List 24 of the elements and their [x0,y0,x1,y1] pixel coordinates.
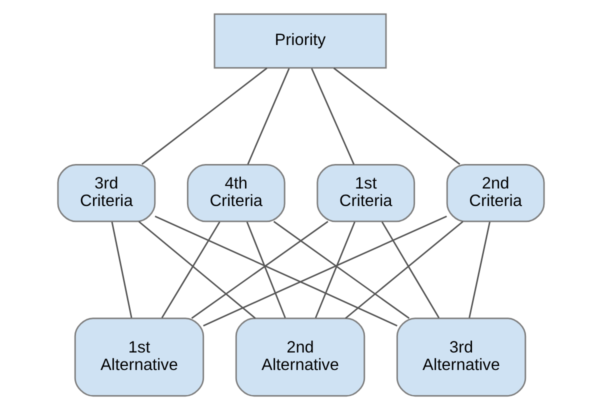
connector [154,216,397,326]
connector [468,222,490,318]
node-box: 2nd Criteria [446,164,544,222]
connector [138,220,256,319]
node-box: 4th Criteria [186,164,285,222]
connector [314,222,355,318]
node-box: 1st Criteria [316,164,415,222]
node-box: 2nd Alternative [234,318,365,397]
connector [272,220,410,319]
connector [332,68,460,165]
connector [246,68,290,165]
connector [380,222,440,318]
connector [202,216,446,326]
node-box: 3rd Criteria [56,164,156,222]
connector [190,220,328,319]
connector [246,222,286,318]
connector [140,68,267,165]
node-box: 3rd Alternative [396,318,526,397]
connector [160,222,220,318]
node-box: 1st Alternative [74,318,204,397]
connector [310,68,354,165]
connector [344,220,463,319]
connector [110,222,132,318]
node-box: Priority [213,13,386,69]
